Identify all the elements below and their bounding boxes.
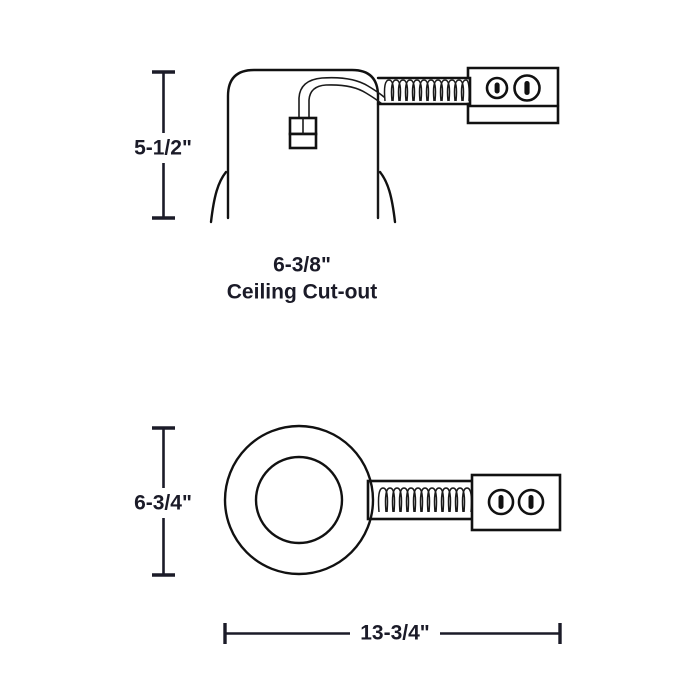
side-view: 5-1/2" bbox=[134, 66, 560, 304]
conduit-coil-texture-plan bbox=[377, 487, 473, 513]
overall-length-dimension-label: 13-3/4" bbox=[360, 622, 430, 645]
connector-plug-body bbox=[288, 132, 318, 150]
knockout-right-slot-plan bbox=[528, 495, 534, 509]
cutout-dimension: 6-3/8" Ceiling Cut-out bbox=[227, 254, 377, 304]
knockout-left-slot bbox=[494, 82, 500, 94]
spring-clips bbox=[209, 170, 397, 224]
housing-outline bbox=[226, 68, 380, 220]
outer-trim-ring bbox=[223, 424, 375, 576]
cutout-dimension-label: 6-3/8" bbox=[273, 254, 331, 277]
conduit-coil-texture-side bbox=[383, 79, 470, 102]
diameter-dimension-label: 6-3/4" bbox=[134, 492, 192, 515]
height-dimension: 5-1/2" bbox=[134, 70, 192, 220]
spring-clip-left bbox=[209, 170, 228, 224]
connector-cable bbox=[298, 76, 385, 123]
knockout-right-slot bbox=[524, 81, 530, 95]
connector-cable-upper-strand bbox=[298, 76, 385, 123]
inner-aperture-ring bbox=[254, 455, 344, 545]
plan-view: 6-3/4" bbox=[134, 424, 562, 645]
connector-cable-lower-strand bbox=[308, 84, 383, 123]
junction-box-side bbox=[466, 66, 560, 125]
housing-body bbox=[226, 68, 380, 220]
diameter-dimension: 6-3/4" bbox=[134, 426, 192, 577]
height-dimension-label: 5-1/2" bbox=[134, 137, 192, 160]
knockout-left-slot-plan bbox=[498, 495, 504, 509]
junction-box-outline-plan bbox=[470, 473, 562, 532]
flexible-conduit-side bbox=[376, 76, 472, 106]
connector-plug bbox=[288, 116, 318, 150]
flexible-conduit-plan bbox=[366, 479, 478, 521]
cutout-caption-label: Ceiling Cut-out bbox=[227, 281, 377, 304]
junction-box-outline-side bbox=[466, 66, 560, 125]
overall-length-dimension: 13-3/4" bbox=[223, 622, 562, 645]
spring-clip-right bbox=[378, 170, 397, 224]
junction-box-plan bbox=[470, 473, 562, 532]
